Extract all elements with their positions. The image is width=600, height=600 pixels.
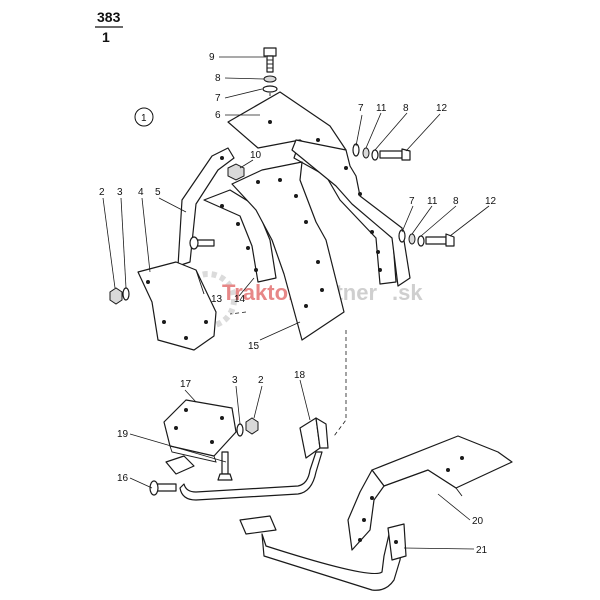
bracket-18 <box>299 417 329 459</box>
label-16: 16 <box>117 473 129 484</box>
label-3-upper: 3 <box>117 187 123 198</box>
rod-21 <box>239 515 407 591</box>
label-12-right-lower: 12 <box>485 196 497 207</box>
label-15: 15 <box>248 341 260 352</box>
label-11-right-upper: 11 <box>376 103 387 114</box>
label-2-lower: 2 <box>258 375 264 386</box>
fender-support-20 <box>347 435 513 551</box>
rod-assembly <box>165 451 323 501</box>
group-marker: 1 <box>134 107 154 127</box>
nut-10 <box>227 163 245 181</box>
label-5: 5 <box>155 187 161 198</box>
bolt-13 <box>189 236 215 250</box>
group-marker-label: 1 <box>141 113 147 124</box>
connector-dash-left <box>229 311 247 315</box>
washer-3-lower <box>236 423 244 437</box>
label-14: 14 <box>234 294 246 305</box>
leader-lines <box>102 56 490 550</box>
page-sub-number: 1 <box>102 29 110 45</box>
label-12-right-upper: 12 <box>436 103 448 114</box>
label-8-right-lower: 8 <box>453 196 459 207</box>
right-bolt-lower-stack <box>398 229 455 247</box>
bracket-plate-4 <box>137 261 217 351</box>
label-17: 17 <box>180 379 192 390</box>
label-9: 9 <box>209 52 215 63</box>
top-bolt-9 <box>263 47 277 73</box>
label-4: 4 <box>138 187 144 198</box>
label-7-right-upper: 7 <box>358 103 364 114</box>
nut-2-lower <box>245 417 259 435</box>
page-number: 383 <box>97 9 121 25</box>
label-7-right-lower: 7 <box>409 196 415 207</box>
label-18: 18 <box>294 370 306 381</box>
label-10: 10 <box>250 150 262 161</box>
top-washer-7 <box>262 85 278 93</box>
bolt-16 <box>149 480 177 496</box>
washer-3-upper <box>122 287 130 301</box>
fender-plate-15 <box>231 161 345 341</box>
connector-dash-right <box>333 330 347 437</box>
top-washer-8 <box>263 75 277 83</box>
label-8-right-upper: 8 <box>403 103 409 114</box>
label-7: 7 <box>215 93 221 104</box>
watermark-text-c: .sk <box>392 280 423 305</box>
upper-fender-bracket-6 <box>227 91 411 287</box>
label-13: 13 <box>211 294 223 305</box>
label-19: 19 <box>117 429 129 440</box>
bolt-19 <box>217 451 233 481</box>
label-21: 21 <box>476 545 488 556</box>
label-3-lower: 3 <box>232 375 238 386</box>
label-11-right-lower: 11 <box>427 196 438 207</box>
label-6: 6 <box>215 110 221 121</box>
label-2-upper: 2 <box>99 187 105 198</box>
label-8: 8 <box>215 73 221 84</box>
watermark-text-a: Traktor <box>222 280 297 305</box>
nut-2-upper <box>109 287 123 305</box>
label-20: 20 <box>472 516 484 527</box>
right-bolt-upper-stack <box>352 143 411 161</box>
